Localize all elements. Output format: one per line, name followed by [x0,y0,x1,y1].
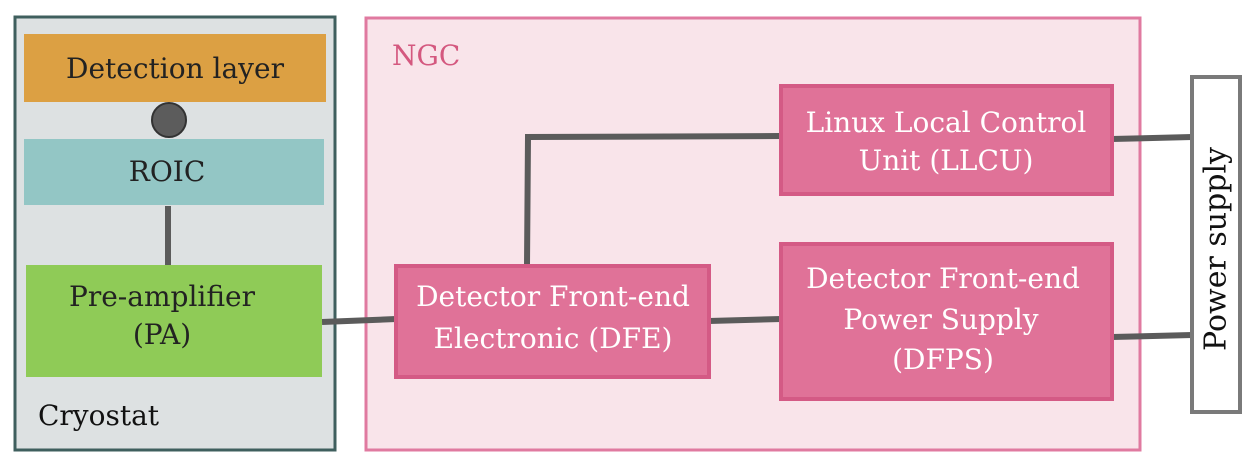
dfps-to-power-line [1111,332,1193,340]
power-supply-label: Power supply [1199,147,1234,351]
dfps-label-line1: Detector Front-end [806,262,1080,295]
roic-box [24,139,324,205]
llcu-label-line1: Linux Local Control [806,106,1087,139]
dfe-to-dfps-line [708,316,782,324]
llcu-to-power-line [1111,134,1193,142]
dfps-label-line3: (DFPS) [892,343,994,376]
detection-layer-box [24,34,326,102]
ngc-label: NGC [392,39,460,72]
roic-label: ROIC [129,155,206,188]
dfe-label-line2: Electronic (DFE) [434,322,673,355]
cryostat-label: Cryostat [38,399,160,432]
dfps-box [779,242,1114,401]
power-supply-box [1190,75,1242,414]
preamp-label-line1: Pre-amplifier [69,280,256,313]
dfe-box [394,264,711,379]
bump-bond-dot [151,102,187,138]
preamp-label-line2: (PA) [133,318,191,351]
dfps-label-line2: Power Supply [843,303,1038,336]
connection-lines [165,133,1193,340]
preamp-to-dfe-line [321,316,397,325]
llcu-box [779,84,1114,196]
detection-layer-label: Detection layer [66,52,285,85]
dfe-label-line1: Detector Front-end [416,280,690,313]
preamp-box [26,265,322,377]
dfe-to-llcu-line [524,133,782,266]
llcu-label-line2: Unit (LLCU) [859,144,1034,177]
